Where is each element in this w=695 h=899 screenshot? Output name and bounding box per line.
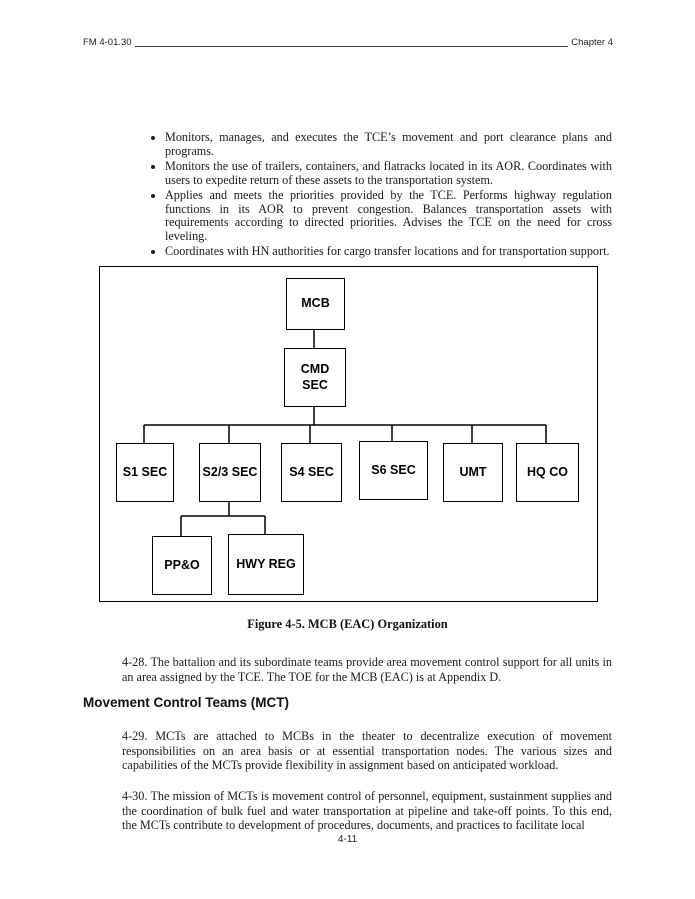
header-chapter-label: Chapter 4 xyxy=(571,37,613,48)
org-chart-figure: MCB CMD SEC S1 SEC S2/3 SEC S4 SEC S6 SE… xyxy=(99,266,598,602)
org-node-label: MCB xyxy=(301,296,330,311)
org-node-label: PP&O xyxy=(164,557,200,572)
org-node-s23-sec: S2/3 SEC xyxy=(199,443,261,502)
org-node-cmd-sec: CMD SEC xyxy=(284,348,346,407)
page-number: 4-11 xyxy=(337,834,358,845)
org-node-s1-sec: S1 SEC xyxy=(116,443,174,502)
org-node-ppo: PP&O xyxy=(152,536,212,595)
org-node-label: S6 SEC xyxy=(371,462,416,477)
bullet-list: Monitors, manages, and executes the TCE’… xyxy=(83,130,612,260)
bullet-item: Monitors the use of trailers, containers… xyxy=(165,159,612,188)
page-header: FM 4-01.30 Chapter 4 xyxy=(83,37,613,48)
paragraph-4-30: 4-30. The mission of MCTs is movement co… xyxy=(122,789,612,833)
header-rule xyxy=(134,45,569,47)
org-node-label: S2/3 SEC xyxy=(202,464,258,479)
org-node-s4-sec: S4 SEC xyxy=(281,443,342,502)
org-node-label: HQ CO xyxy=(527,464,568,479)
org-node-label: HWY REG xyxy=(236,556,296,571)
paragraph-4-29: 4-29. MCTs are attached to MCBs in the t… xyxy=(122,729,612,773)
org-node-s6-sec: S6 SEC xyxy=(359,441,428,500)
bullet-item: Applies and meets the priorities provide… xyxy=(165,188,612,245)
header-doc-id: FM 4-01.30 xyxy=(83,37,132,48)
figure-caption: Figure 4-5. MCB (EAC) Organization xyxy=(247,617,448,631)
org-node-hq-co: HQ CO xyxy=(516,443,579,502)
org-node-label: UMT xyxy=(459,464,487,479)
org-node-hwy-reg: HWY REG xyxy=(228,534,304,595)
org-node-label: CMD SEC xyxy=(300,361,330,392)
bullet-item: Monitors, manages, and executes the TCE’… xyxy=(165,130,612,159)
org-node-umt: UMT xyxy=(443,443,503,502)
org-node-label: S1 SEC xyxy=(122,464,168,479)
section-heading-mct: Movement Control Teams (MCT) xyxy=(83,695,290,711)
org-node-label: S4 SEC xyxy=(289,464,334,479)
paragraph-4-28: 4-28. The battalion and its subordinate … xyxy=(122,655,612,684)
bullet-item: Coordinates with HN authorities for carg… xyxy=(165,244,612,259)
org-node-mcb: MCB xyxy=(286,278,345,330)
